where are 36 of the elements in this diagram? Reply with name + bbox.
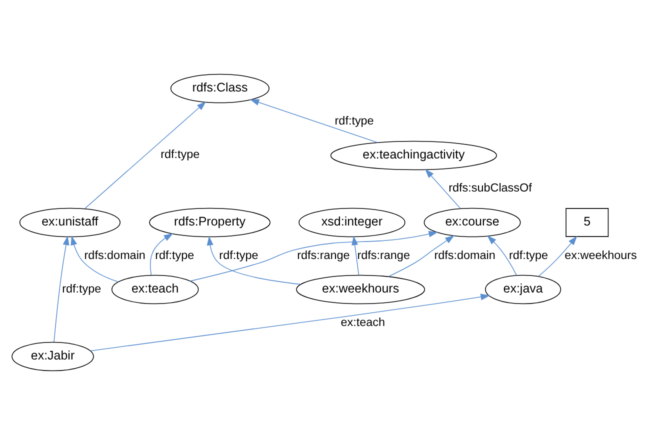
edge-label: rdf:type [155,248,194,262]
edge-label: ex:teach [340,316,386,329]
arrow [538,236,578,277]
node-ellipse: ex:teach [112,274,199,304]
edge-label: rdf:type [160,148,200,162]
edge-label: rdf:type [219,248,258,262]
edge-label: rdfs:domain [84,248,146,262]
arrow [206,236,301,285]
arrow [90,294,490,352]
node-ellipse: rdfs:Class [170,74,270,104]
edge-label: rdfs:range [357,248,410,262]
node-ellipse: ex:teachingactivity [330,140,497,170]
arrow [250,99,378,143]
node-ellipse: xsd:integer [298,208,406,238]
edge-label: rdf:type [509,248,548,262]
edge-label: rdfs:range [297,248,350,262]
arrow [84,101,206,209]
edge-label: rdfs:domain [434,248,496,262]
edge-label: rdfs:subClassOf [448,182,532,195]
arrow [388,235,455,277]
arrow [150,233,174,276]
arrow [424,168,461,209]
edge-label: rdf:type [334,114,374,128]
edge-label: rdf:type [62,282,102,296]
node-ellipse: rdfs:Property [149,208,270,238]
node-ellipse: ex:unistaff [19,208,120,238]
node-ellipse: ex:Jabir [12,342,94,372]
edge-label: ex:weekhours [564,248,637,262]
arrow [487,236,518,276]
node-ellipse: ex:java [485,274,562,304]
arrow [352,236,360,276]
arrow [70,236,119,282]
node-box: 5 [566,208,609,237]
arrow [54,236,70,342]
node-ellipse: ex:weekhours [296,274,426,304]
arrow [190,230,438,282]
